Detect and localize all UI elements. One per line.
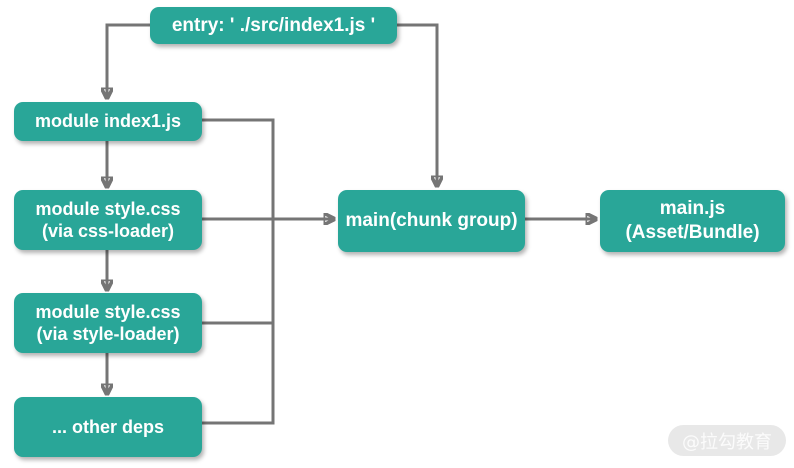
- watermark-label: @拉勾教育: [682, 431, 772, 453]
- node-entry-label: entry: ' ./src/index1.js ': [171, 14, 376, 36]
- node-module-index1-label: module index1.js: [34, 111, 182, 132]
- node-main-js-line2: (Asset/Bundle): [625, 222, 760, 243]
- node-entry: entry: ' ./src/index1.js ': [150, 7, 397, 44]
- watermark-badge: @拉勾教育: [668, 425, 786, 456]
- node-css-loader-line2: (via css-loader): [41, 221, 175, 241]
- node-module-style-css-loader: module style.css (via css-loader): [14, 190, 202, 250]
- node-style-loader-line2: (via style-loader): [36, 324, 180, 344]
- edge-entry-to-module-index1: [107, 23, 150, 97]
- edge-entry-to-main-chunk: [397, 23, 437, 185]
- node-main-chunk-label: main(chunk group): [345, 210, 518, 232]
- node-main-chunk-group: main(chunk group): [338, 190, 525, 252]
- node-style-loader-line1: module style.css: [35, 301, 181, 322]
- edge-bus-index1-and-other-deps: [202, 118, 275, 425]
- node-css-loader-line1: module style.css: [35, 198, 181, 219]
- node-other-deps-label: ... other deps: [51, 416, 165, 437]
- node-module-style-style-loader: module style.css (via style-loader): [14, 293, 202, 353]
- node-main-js-asset-bundle: main.js (Asset/Bundle): [600, 190, 785, 252]
- node-main-js-line1: main.js: [659, 198, 726, 220]
- node-other-deps: ... other deps: [14, 397, 202, 457]
- node-module-index1: module index1.js: [14, 102, 202, 141]
